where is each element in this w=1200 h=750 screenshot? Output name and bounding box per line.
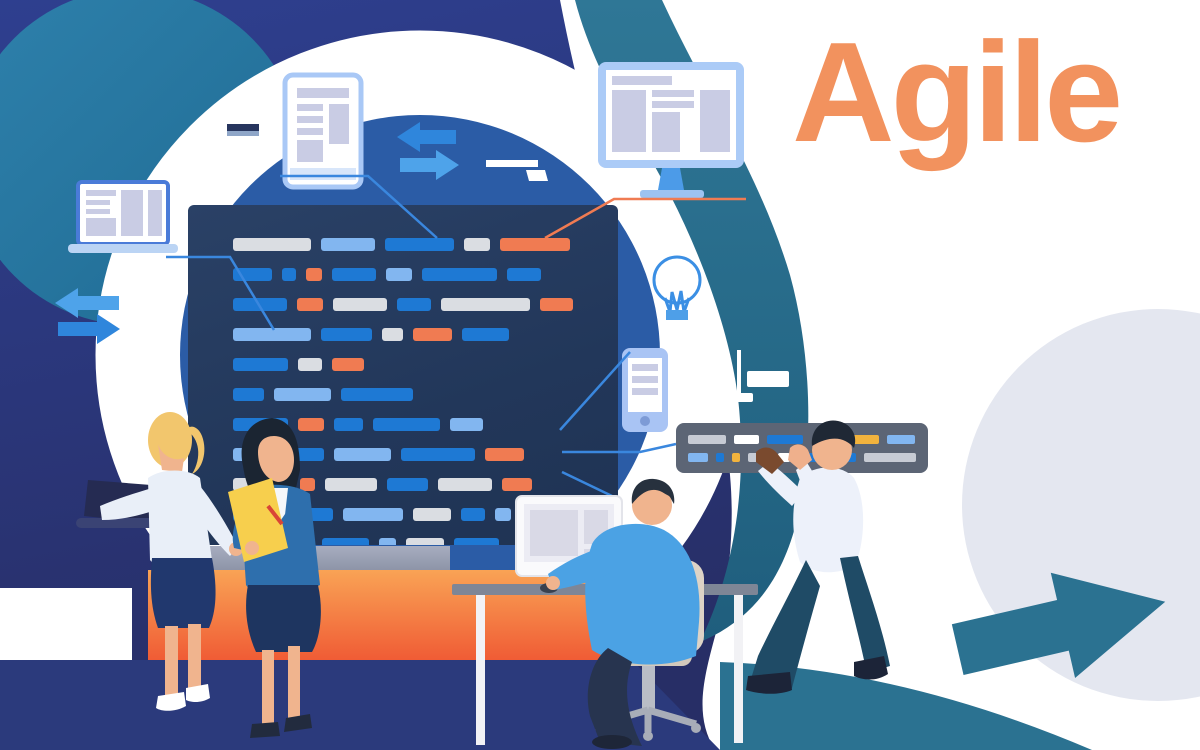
code-row <box>233 358 618 371</box>
tablet-connector-line <box>280 174 438 239</box>
lightbulb-icon <box>652 255 702 320</box>
agile-title: Agile <box>792 13 1123 172</box>
laptop-icon <box>68 180 178 253</box>
person-man-at-desk <box>546 478 700 749</box>
transfer-arrows-left-icon <box>55 288 120 344</box>
code-row <box>233 238 618 251</box>
code-row <box>688 435 928 444</box>
laptop-connector-line <box>166 255 276 331</box>
dash-glyph <box>227 124 259 136</box>
code-row <box>233 328 618 341</box>
left-white-stripe <box>0 588 132 660</box>
task-list-icon <box>727 350 789 402</box>
taskbar-connector-line <box>562 442 677 454</box>
forward-arrow-icon <box>951 572 1166 678</box>
monitor-icon <box>598 62 744 198</box>
person-dark-haired-woman <box>228 418 321 738</box>
code-row <box>233 388 618 401</box>
phone-connector-line <box>559 351 631 431</box>
teal-swoosh-band <box>575 0 809 642</box>
transfer-arrows-icon <box>397 122 459 180</box>
monitor-connector-line <box>544 197 746 240</box>
desktop-connector-line <box>561 470 613 498</box>
smartphone-icon <box>622 348 668 432</box>
person-blonde-woman <box>76 412 243 711</box>
white-dash-glyph <box>486 160 548 181</box>
teal-floor-band <box>720 662 1092 750</box>
person-man-taskbar <box>746 420 890 694</box>
navy-floor <box>0 660 720 750</box>
